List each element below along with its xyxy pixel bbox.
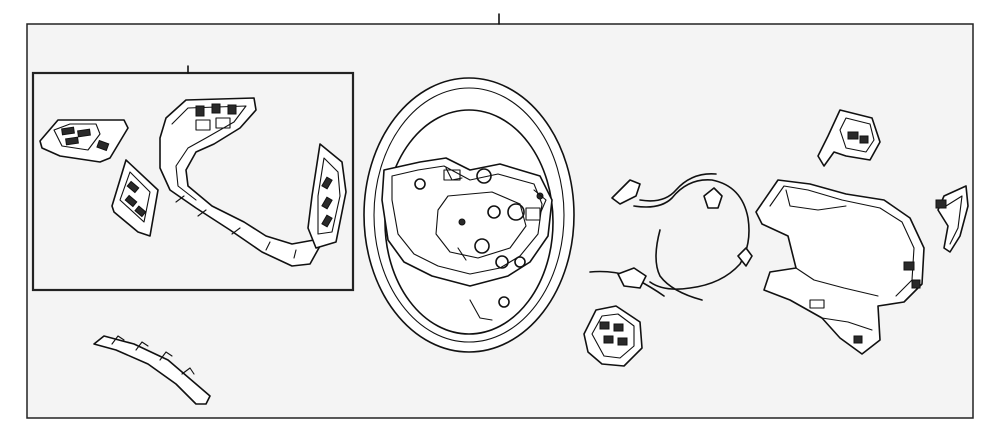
right-switch[interactable] <box>307 143 347 249</box>
lower-cover[interactable] <box>755 179 925 355</box>
lower-trim-strip[interactable] <box>93 335 211 405</box>
center-trim-bezel[interactable] <box>159 97 321 267</box>
left-switch-panel[interactable] <box>39 119 129 163</box>
left-lower-switch[interactable] <box>111 159 159 237</box>
paddle-switch-upper[interactable] <box>817 109 881 167</box>
wiring-harness[interactable] <box>589 173 753 301</box>
steering-wheel-assembly[interactable] <box>363 77 575 353</box>
paddle-shifter-right[interactable] <box>935 185 969 253</box>
remote-switch[interactable] <box>583 305 643 367</box>
